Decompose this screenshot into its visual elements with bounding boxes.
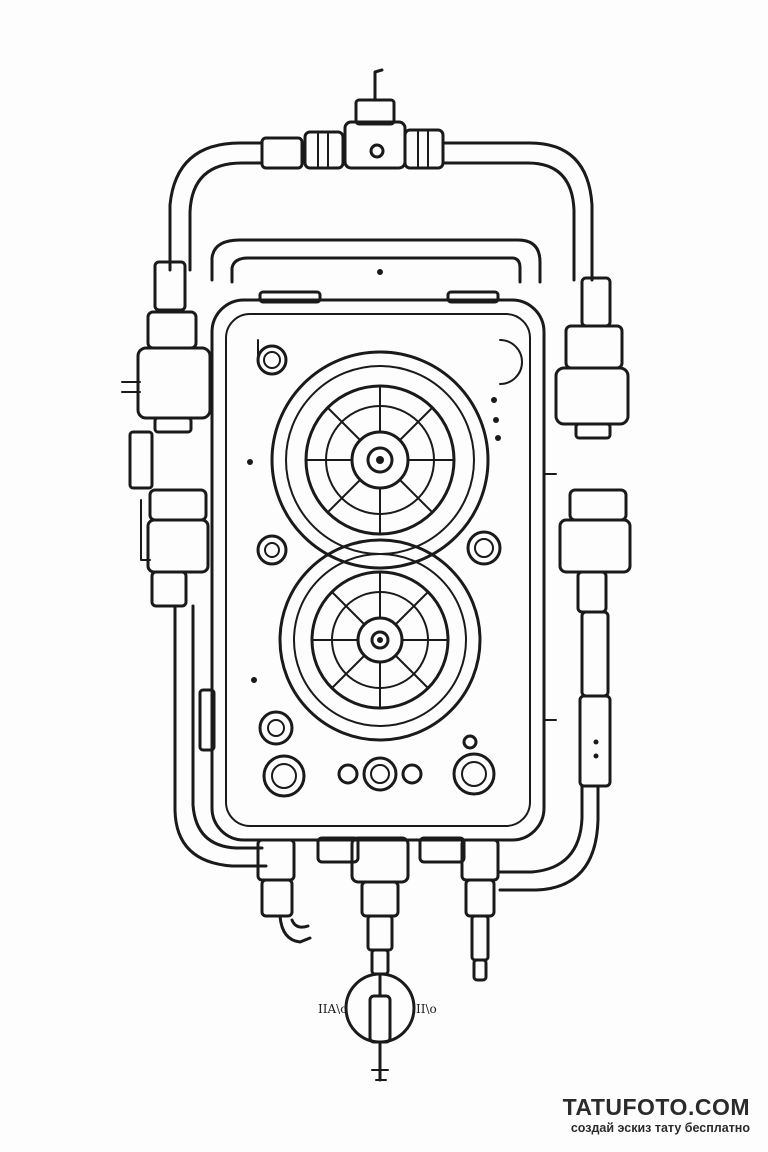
gauges: [247, 344, 502, 798]
left-valves: [121, 260, 268, 868]
top-pipe-loop: [168, 141, 594, 282]
bottom-outlets: [256, 836, 500, 982]
bottom-gauge: [344, 972, 416, 1082]
lower-fan: [278, 538, 482, 742]
right-valves: [498, 276, 632, 892]
watermark: TATUFOTO.COM создай эскиз тату бесплатно: [563, 1094, 750, 1136]
watermark-brand: TATUFOTO.COM: [562, 1094, 750, 1120]
upper-fan: [270, 350, 490, 570]
top-valve: [260, 68, 445, 170]
left-dial-mark: IIA\o: [318, 1002, 348, 1016]
watermark-tagline: создай эскиз тату бесплатно: [570, 1121, 750, 1135]
top-handle: [210, 238, 542, 284]
right-dial-mark: II\o: [416, 1002, 437, 1016]
